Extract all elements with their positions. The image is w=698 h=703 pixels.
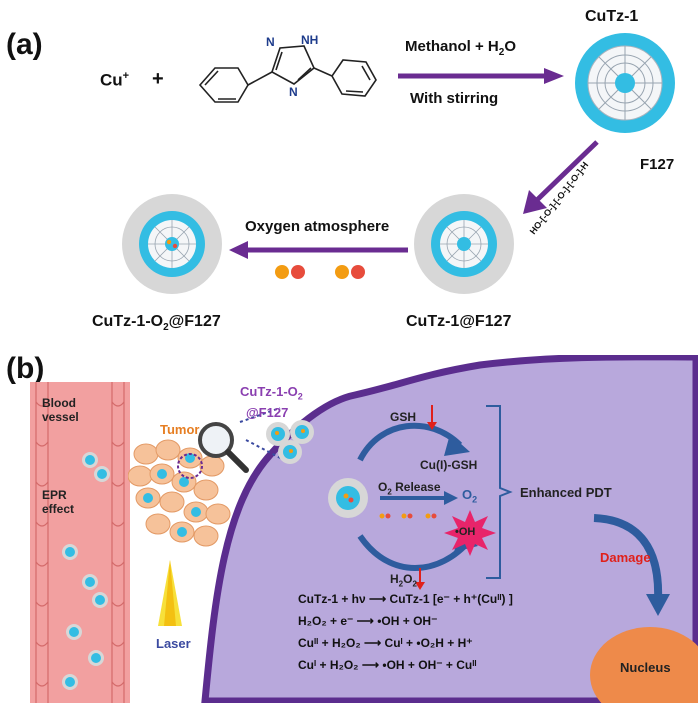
tumor-cell <box>201 355 698 703</box>
n-atom-label-2: N <box>289 85 298 99</box>
plus-sign: + <box>152 68 164 90</box>
arrow1-top-label: Methanol + H2O <box>405 38 516 58</box>
reactant-cu: Cu+ <box>100 70 130 90</box>
panel-a-label: (a) <box>6 28 43 61</box>
svg-text:HO-[-O-]-[-O-]-[-O-]-H: HO-[-O-]-[-O-]-[-O-]-H <box>528 160 591 236</box>
enhanced-pdt-label: Enhanced PDT <box>520 485 612 500</box>
tumor-cluster <box>128 439 231 547</box>
arrow1-bottom-label: With stirring <box>410 90 499 107</box>
laser-label: Laser <box>156 636 191 651</box>
blood-vessel <box>30 382 130 703</box>
equation-1: CuTz-1 + hν ⟶ CuTz-1 [e⁻ + h⁺(Cuᴵᴵ) ] <box>298 592 513 606</box>
equation-2: H₂O₂ + e⁻ ⟶ •OH + OH⁻ <box>298 614 438 628</box>
bracket <box>486 405 513 579</box>
oxygen-molecules-icon <box>275 265 365 279</box>
triazole-ligand-structure: N NH N <box>198 33 377 103</box>
o2-product-label: O2 <box>462 487 478 505</box>
cu-gsh-label: Cu(I)-GSH <box>420 458 478 472</box>
reaction-arrow-1 <box>398 68 564 84</box>
laser-beam-icon <box>158 560 182 626</box>
nanoparticles-group <box>266 420 314 464</box>
panel-b-label: (b) <box>6 352 45 385</box>
cutz1-nanoparticle <box>575 33 675 133</box>
product-cutz1-o2-f127-label: CuTz-1-O2@F127 <box>92 313 221 334</box>
product-cutz1-label: CuTz-1 <box>585 8 639 25</box>
cutz1-o2-f127-nanoparticle <box>122 194 222 294</box>
damage-arrow <box>593 514 670 616</box>
hydroxyl-radical-burst <box>444 510 496 556</box>
hydroxyl-radical-label: •OH <box>455 526 476 538</box>
nh-atom-label: NH <box>301 33 318 47</box>
oxygen-atmosphere-label: Oxygen atmosphere <box>245 218 390 235</box>
tumor-label: Tumor <box>160 422 200 437</box>
cutz1-f127-nanoparticle <box>414 194 514 294</box>
nucleus-label: Nucleus <box>620 660 671 675</box>
f127-polymer-formula: HO-[-O-]-[-O-]-[-O-]-H <box>528 160 591 236</box>
equations-list: CuTz-1 + hν ⟶ CuTz-1 [e⁻ + h⁺(Cuᴵᴵ) ] H₂… <box>298 592 513 672</box>
damage-label: Damage <box>600 550 651 565</box>
magnifier-icon <box>198 422 249 473</box>
f127-label: F127 <box>640 156 675 173</box>
equation-3: Cuᴵᴵ + H₂O₂ ⟶ Cuᴵ + •O₂H + H⁺ <box>298 636 473 650</box>
o2-release-label: O2 Release <box>378 480 441 497</box>
diagonal-arrow <box>523 140 599 214</box>
gsh-label: GSH <box>390 410 417 424</box>
n-atom-label: N <box>266 35 275 49</box>
nanoparticle-label: CuTz-1-O2 @F127 <box>240 384 303 420</box>
oxygen-arrow <box>229 241 408 259</box>
zoom-dashed-lines <box>239 407 289 463</box>
equation-4: Cuᴵ + H₂O₂ ⟶ •OH + OH⁻ + Cuᴵᴵ <box>298 658 477 672</box>
product-cutz1-f127-label: CuTz-1@F127 <box>406 313 512 330</box>
h2o2-label: H2O2 <box>390 572 417 589</box>
